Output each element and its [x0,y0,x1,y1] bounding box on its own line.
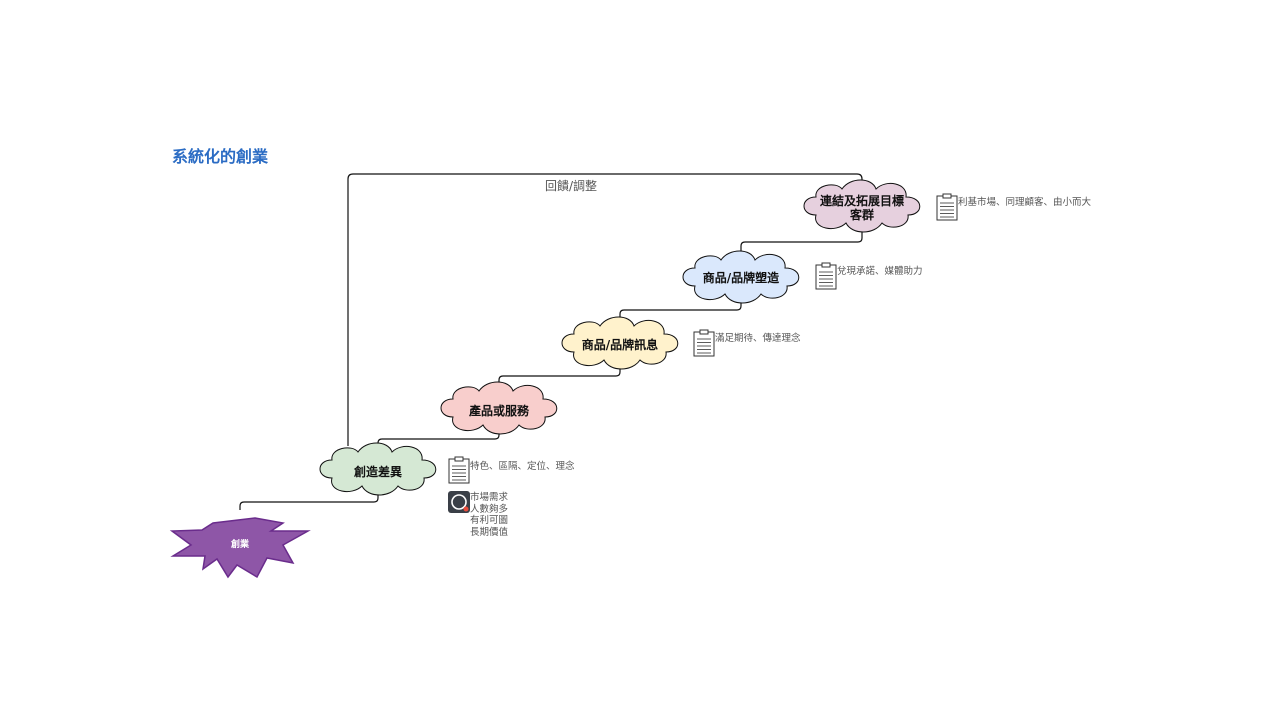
stage-note-5: 利基市場、同理顧客、由小而大 [958,197,1092,208]
feedback-loop-line [347,173,863,446]
stage-label-3: 商品/品牌訊息 [581,338,659,352]
stage-label-1: 創造差異 [353,465,402,479]
search-icon [448,491,470,513]
market-note-item: 有利可圖 [470,515,509,526]
stage-label-5: 連結及拓展目標客群 [819,194,904,222]
clipboard-icon [936,193,958,221]
market-note-item: 市場需求 [470,492,509,503]
clipboard-icon [815,262,837,290]
start-star-shape [169,517,311,579]
stage-note-1: 特色、區隔、定位、理念 [470,461,575,472]
clipboard-icon [448,456,470,484]
stage-note-4: 兌現承諾、媒體助力 [837,266,923,277]
connector-stage2-to-stage3 [498,367,621,390]
connector-stage3-to-stage4 [619,300,742,323]
stage-label-2: 產品或服務 [468,404,529,418]
clipboard-icon [693,329,715,357]
connector-stage1-to-stage2 [377,431,500,452]
start-label: 創業 [230,540,249,550]
market-notes: 市場需求 人數夠多 有利可圖 長期價值 [470,492,508,538]
feedback-label: 回饋/調整 [545,179,598,193]
diagram-title: 系統化的創業 [172,147,269,166]
stage-note-3: 滿足期待、傳達理念 [715,333,801,344]
market-note-item: 長期價值 [470,526,509,538]
market-note-item: 人數夠多 [470,503,509,515]
stage-label-4: 商品/品牌塑造 [702,271,780,285]
connector-stage4-to-stage5 [740,232,863,256]
connector-start-to-stage1 [239,494,379,510]
connectors [239,173,863,510]
